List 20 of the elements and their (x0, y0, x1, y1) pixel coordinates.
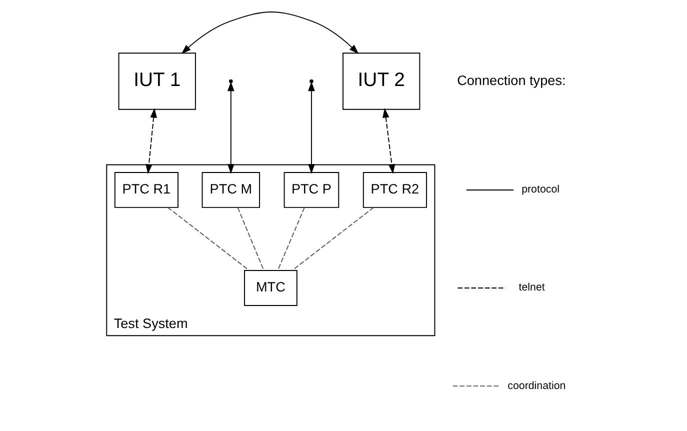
node-box: PTC R1 (114, 172, 178, 208)
label: Connection types: (457, 72, 566, 88)
arrow (382, 108, 396, 174)
connector (167, 206, 250, 271)
node-box: PTC P (284, 172, 340, 208)
legend-label: coordination (508, 380, 566, 392)
node-box: IUT 2 (342, 52, 420, 110)
arrow (146, 108, 157, 174)
connector (292, 206, 374, 271)
legend-label: protocol (522, 184, 560, 196)
node-box: PTC R2 (362, 172, 427, 208)
connector (237, 207, 264, 271)
arrow (308, 81, 315, 174)
node-box: MTC (244, 270, 298, 306)
node-box: PTC M (202, 172, 260, 208)
arrow (181, 11, 359, 54)
connector (277, 207, 305, 271)
node-box: IUT 1 (118, 52, 196, 110)
arrow (228, 81, 234, 174)
legend-label: telnet (518, 282, 545, 294)
